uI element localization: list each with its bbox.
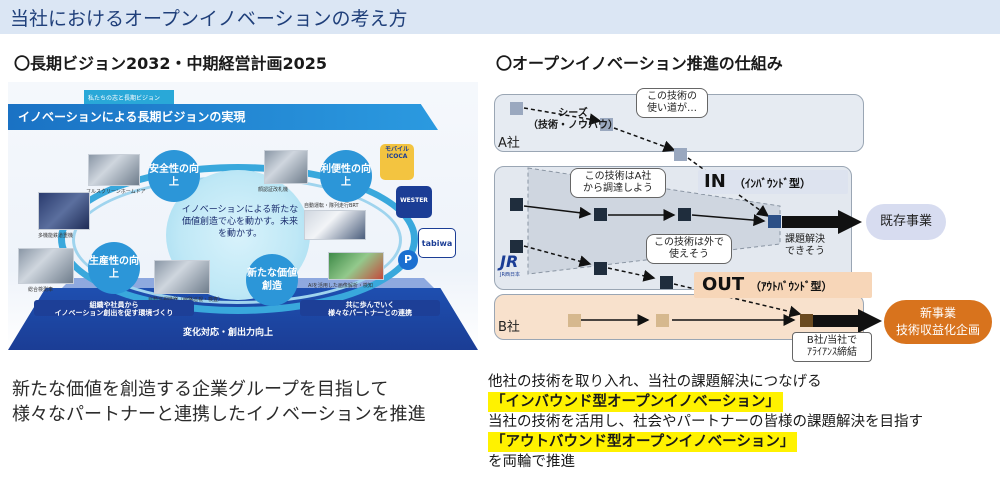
circle-safety: 安全性の向上 bbox=[148, 150, 200, 202]
jr-logo-sub: JR西日本 bbox=[500, 272, 520, 278]
photo-ai bbox=[328, 252, 384, 280]
arrow-out-2 bbox=[607, 267, 656, 282]
square-out-2 bbox=[594, 262, 607, 275]
callout-use: この技術の 使い道が… bbox=[636, 88, 708, 118]
arrow-a-1 bbox=[523, 107, 602, 126]
right-line-4: 「アウトバウンド型オープンイノベーション」 bbox=[488, 432, 798, 452]
right-statement: 他社の技術を取り入れ、当社の課題解決につなげる 「インバウンド型オープンイノベー… bbox=[488, 372, 923, 472]
arrow-a-2 bbox=[613, 127, 676, 153]
arrow-to-existing bbox=[782, 210, 862, 234]
square-b-3 bbox=[800, 314, 813, 327]
callout-procure: この技術はA社 から調達しよう bbox=[570, 168, 666, 198]
left-heading: 〇長期ビジョン2032・中期経営計画2025 bbox=[14, 54, 328, 73]
photo-inspection bbox=[154, 260, 210, 294]
wester-logo: WESTER bbox=[396, 186, 432, 218]
arrow-to-new bbox=[812, 309, 882, 333]
seed-square-a2 bbox=[600, 118, 613, 131]
in-sub: （ｲﾝﾊﾞｳﾝﾄﾞ型） bbox=[734, 177, 811, 190]
right-line-2: 「インバウンド型オープンイノベーション」 bbox=[488, 392, 783, 412]
caption-station-check: 総合検測車 bbox=[28, 287, 54, 293]
seed-square-a3 bbox=[674, 148, 687, 161]
caption-auto-ticket: 顔認証改札機 bbox=[258, 187, 289, 193]
square-b-1 bbox=[568, 314, 581, 327]
arrow-in-3 bbox=[691, 214, 766, 227]
square-in-2 bbox=[594, 208, 607, 221]
circle-new-value: 新たな価値創造 bbox=[246, 254, 298, 306]
square-out-3 bbox=[660, 276, 673, 289]
pill-partners: 共に歩んでいく 様々なパートナーとの連携 bbox=[300, 300, 440, 317]
title-bar: 当社におけるオープンイノベーションの考え方 bbox=[0, 0, 1000, 34]
right-line-1: 他社の技術を取り入れ、当社の課題解決につなげる bbox=[488, 374, 822, 390]
in-label-box: IN （ｲﾝﾊﾞｳﾝﾄﾞ型） bbox=[698, 170, 848, 194]
caption-robot: 多機能鉄道重機 bbox=[38, 233, 74, 239]
floor-text: 変化対応・創出力向上 bbox=[183, 328, 274, 338]
company-b-label: B社 bbox=[498, 320, 520, 335]
vision-center-text: イノベーションによる新たな価値創造で心を動かす。未来を動かす。 bbox=[181, 205, 299, 239]
photo-auto-ticket bbox=[264, 150, 308, 184]
in-label: IN bbox=[704, 171, 726, 192]
long-term-vision-illustration: 私たちの志と長期ビジョン イノベーションによる長期ビジョンの実現 イノベーション… bbox=[8, 82, 478, 350]
caption-auto-drive: 自動運転・隊列走行BRT bbox=[304, 203, 359, 209]
circle-convenience: 利便性の向上 bbox=[320, 150, 372, 202]
jr-logo: JR JR西日本 bbox=[500, 252, 528, 278]
tabiwa-logo: tabiwa bbox=[418, 228, 456, 258]
square-in-4 bbox=[768, 215, 781, 228]
page-title: 当社におけるオープンイノベーションの考え方 bbox=[10, 8, 408, 30]
new-business: 新事業 技術収益化企画 bbox=[884, 300, 992, 344]
vision-banner-text: イノベーションによる長期ビジョンの実現 bbox=[18, 110, 246, 124]
left-statement-line-2: 様々なパートナーと連携したイノベーションを推進 bbox=[12, 404, 426, 425]
out-label: OUT bbox=[702, 274, 745, 295]
arrow-in-1 bbox=[523, 205, 592, 219]
right-heading: 〇オープンイノベーション推進の仕組み bbox=[496, 54, 783, 73]
square-in-1 bbox=[510, 198, 523, 211]
photo-robot bbox=[38, 192, 90, 230]
photo-station-check bbox=[18, 248, 74, 284]
open-innovation-diagram: A社 JR JR西日本 B社 bbox=[488, 88, 1000, 378]
caption-ai: AIを活用した画像解析・検知 bbox=[308, 283, 373, 289]
square-out-1 bbox=[510, 240, 523, 253]
out-sub: （ｱｳﾄﾊﾞｳﾝﾄﾞ型） bbox=[750, 280, 833, 293]
seed-square-a1 bbox=[510, 102, 523, 115]
arrow-out-1 bbox=[523, 245, 592, 268]
photo-auto-drive bbox=[304, 210, 366, 240]
vision-ring bbox=[58, 164, 418, 314]
company-a-label: A社 bbox=[498, 136, 520, 151]
jr-logo-mark: JR bbox=[500, 252, 519, 271]
callout-alliance: B社/当社で ｱﾗｲｱﾝｽ締結 bbox=[792, 332, 872, 362]
icoca-logo: モバイルICOCA bbox=[380, 144, 414, 180]
callout-solve: 課題解決 できそう bbox=[785, 234, 825, 257]
photo-platform-door bbox=[88, 154, 140, 186]
square-b-2 bbox=[656, 314, 669, 327]
right-line-3: 当社の技術を活用し、社会やパートナーの皆様の課題解決を目指す bbox=[488, 414, 923, 430]
caption-platform-door: フルスクリーンホームドア bbox=[86, 189, 146, 195]
circle-productivity: 生産性の向上 bbox=[88, 242, 140, 294]
seeds-label: シーズ （技術・ノウハウ） bbox=[528, 108, 618, 131]
left-statement: 新たな価値を創造する企業グループを目指して 様々なパートナーと連携したイノベーシ… bbox=[12, 377, 426, 427]
vision-banner: イノベーションによる長期ビジョンの実現 bbox=[8, 104, 438, 130]
callout-out: この技術は外で 使えそう bbox=[646, 234, 732, 264]
out-label-box: OUT （ｱｳﾄﾊﾞｳﾝﾄﾞ型） bbox=[694, 272, 872, 298]
p-logo: P bbox=[398, 250, 418, 270]
right-line-5: を両輪で推進 bbox=[488, 454, 575, 470]
vision-tab: 私たちの志と長期ビジョン bbox=[84, 90, 174, 104]
square-in-3 bbox=[678, 208, 691, 221]
left-statement-line-1: 新たな価値を創造する企業グループを目指して bbox=[12, 379, 389, 400]
existing-business: 既存事業 bbox=[866, 204, 946, 240]
pill-environment: 組織や社員から イノベーション創出を促す環境づくり bbox=[34, 300, 194, 317]
